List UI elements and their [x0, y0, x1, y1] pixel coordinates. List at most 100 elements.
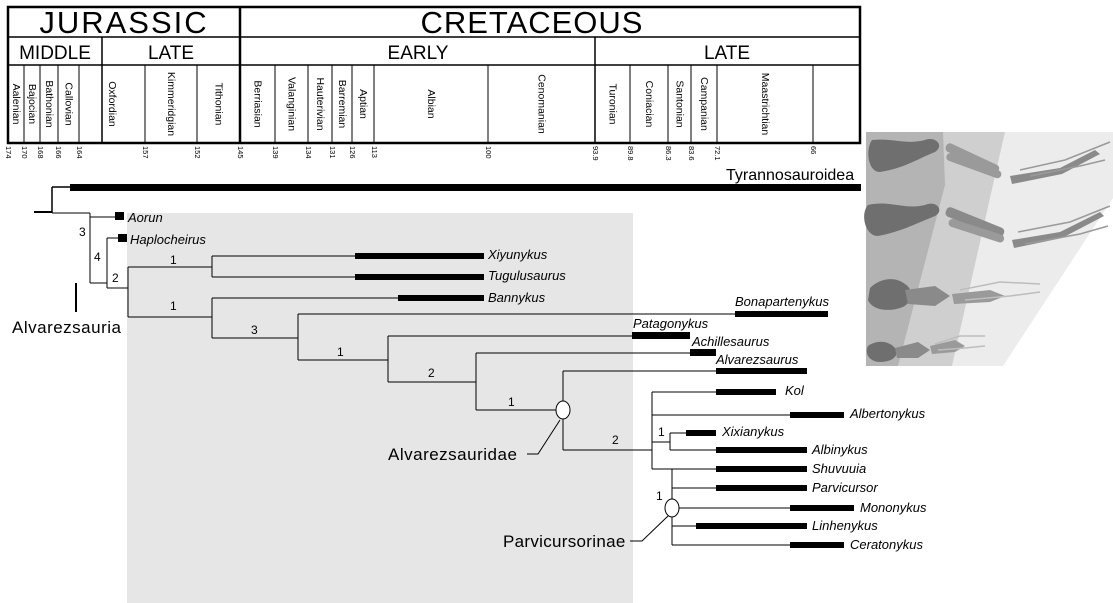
age-label: 100	[484, 146, 493, 159]
digit-outline	[1017, 205, 1111, 245]
period-cretaceous: CRETACEOUS	[420, 5, 643, 40]
tree-branches	[34, 186, 790, 546]
age-label: 145	[236, 146, 245, 159]
range-bar-xiyunykus	[355, 253, 484, 259]
node-parvicursorinae	[664, 498, 680, 518]
stage-label: Bathonian	[43, 80, 55, 127]
stage-label: Aalenian	[10, 84, 22, 125]
label-ceratonykus: Ceratonykus	[850, 537, 923, 552]
support-value: 1	[658, 425, 665, 439]
timescale-frame	[6, 5, 862, 145]
label-parvicursor: Parvicursor	[812, 480, 878, 495]
humerus-bone	[866, 341, 897, 362]
range-bar-xixianykus	[686, 430, 716, 436]
label-xixianykus: Xixianykus	[721, 424, 785, 439]
label-tyrannosauroidea: Tyrannosauroidea	[726, 167, 854, 184]
forelimb-row-1	[868, 139, 1111, 184]
stage-label: Barremian	[336, 80, 348, 129]
stage-label: Aptian	[357, 89, 369, 119]
label-patagonykus: Patagonykus	[633, 316, 709, 331]
stage-label: Cenomanian	[536, 74, 548, 134]
range-bar-aorun	[115, 212, 124, 220]
label-achillesaurus: Achillesaurus	[691, 334, 770, 349]
forelimb-row-2	[864, 203, 1111, 248]
taxon-labels: Tyrannosauroidea Aorun Haplocheirus Xiyu…	[127, 167, 927, 552]
range-bar-parvicursor	[716, 485, 807, 491]
leader-parvicursorinae	[630, 515, 669, 542]
label-kol: Kol	[785, 383, 805, 398]
label-albinykus: Albinykus	[811, 442, 868, 457]
label-bonapartenykus: Bonapartenykus	[735, 294, 829, 309]
digit-outline	[1019, 141, 1111, 177]
range-bar-tyrannosauroidea	[70, 184, 861, 191]
stage-dividers	[23, 65, 814, 143]
epoch-late-jurassic: LATE	[148, 43, 194, 64]
age-label: 83.6	[687, 146, 696, 161]
epoch-middle-jurassic: MIDDLE	[19, 43, 91, 64]
support-value: 1	[508, 395, 515, 409]
label-bannykus: Bannykus	[488, 290, 546, 305]
range-bar-albinykus	[716, 447, 807, 453]
stage-label: Coniacian	[643, 81, 655, 128]
range-bar-bonapartenykus	[735, 311, 828, 317]
stage-label: Callovian	[63, 82, 75, 125]
humerus-bone	[868, 139, 940, 172]
forelimb-row-3	[868, 279, 1041, 310]
range-bar-alvarezsaurus	[716, 368, 807, 374]
stage-label: Santonian	[674, 80, 686, 127]
age-label: 164	[75, 146, 84, 159]
age-label: 86.3	[664, 146, 673, 161]
stage-label: Berriasian	[252, 80, 264, 127]
stage-label: Bajocian	[26, 84, 38, 124]
forearm-bone	[945, 207, 1005, 238]
support-values: 3 4 2 1 1 3 1 2 1 2 1 1	[79, 225, 665, 503]
support-value: 4	[94, 250, 101, 264]
support-value: 1	[170, 253, 177, 267]
age-label: 93.9	[591, 146, 600, 161]
forearm-bone	[895, 342, 930, 358]
label-tugulusaurus: Tugulusaurus	[488, 268, 566, 283]
label-albertonykus: Albertonykus	[849, 406, 926, 421]
range-bar-kol	[716, 389, 776, 395]
label-linhenykus: Linhenykus	[812, 518, 878, 533]
support-value: 1	[170, 299, 177, 313]
range-bar-linhenykus	[696, 523, 807, 529]
age-label: 168	[36, 146, 45, 159]
stage-labels: Aalenian Bajocian Bathonian Callovian Oxford…	[10, 72, 771, 136]
range-bar-bannykus	[398, 295, 484, 301]
stage-label: Kimmeridgian	[165, 72, 177, 136]
label-xiyunykus: Xiyunykus	[487, 247, 548, 262]
age-label: 89.8	[626, 146, 635, 161]
range-bar-mononykus	[790, 505, 854, 511]
support-value: 3	[251, 323, 258, 337]
range-bar-patagonykus	[632, 332, 690, 339]
digit-outline	[959, 281, 1041, 301]
support-value: 2	[112, 271, 119, 285]
stage-label: Tithonian	[213, 83, 225, 126]
age-label: 134	[304, 146, 313, 159]
forearm-bone	[948, 219, 1005, 243]
hand-bones	[1012, 212, 1104, 248]
stage-label: Albian	[425, 89, 437, 118]
stage-label: Campanian	[698, 77, 710, 131]
support-value: 2	[612, 433, 619, 447]
epoch-late-cretaceous: LATE	[704, 43, 750, 64]
label-alvarezsauridae: Alvarezsauridae	[388, 445, 517, 464]
label-alvarezsauria: Alvarezsauria	[12, 318, 122, 337]
support-value: 2	[428, 366, 435, 380]
range-bar-tugulusaurus	[355, 274, 484, 280]
age-label: 139	[271, 146, 280, 159]
label-aorun: Aorun	[127, 210, 163, 225]
forearm-bone	[946, 153, 1002, 179]
label-shuvuuia: Shuvuuia	[812, 461, 866, 476]
range-bar-shuvuuia	[716, 466, 807, 472]
stage-label: Oxfordian	[106, 81, 118, 127]
range-bar-albertonykus	[790, 412, 844, 418]
stage-label: Maastrichtian	[759, 73, 771, 136]
node-alvarezsauridae	[555, 400, 571, 420]
clade-labels: Alvarezsauria Alvarezsauridae Parvicurso…	[12, 318, 625, 551]
inset-panel-light	[952, 132, 1113, 366]
leader-alvarezsauridae	[527, 419, 561, 455]
label-alvarezsaurus: Alvarezsaurus	[715, 352, 799, 367]
